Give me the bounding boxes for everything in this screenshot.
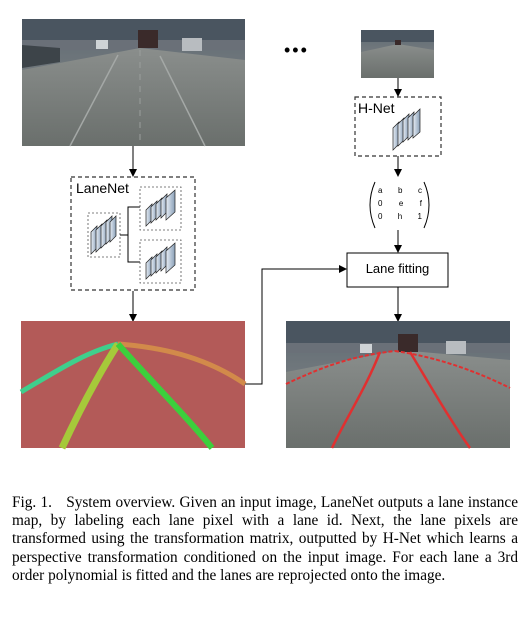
figure-caption: Fig. 1. System overview. Given an input … — [12, 494, 518, 585]
hnet-box — [354, 96, 442, 157]
lanenet-encoder-icon — [87, 212, 121, 258]
matrix-left-bracket — [369, 181, 376, 229]
branch-line-bottom — [127, 235, 140, 263]
matrix-cell: 0 — [378, 212, 383, 221]
input-image — [22, 19, 245, 147]
matrix-row-1: a b c — [378, 186, 422, 195]
matrix-row-3: 0 h 1 — [378, 212, 422, 221]
system-overview-diagram — [19, 19, 511, 450]
matrix-right-bracket — [423, 181, 430, 229]
lanenet-decoder-top-icon — [139, 186, 182, 231]
matrix-cell: h — [397, 212, 403, 221]
branch-line-top — [120, 206, 140, 236]
matrix-cell: 1 — [417, 212, 422, 221]
lane-instance-map — [19, 321, 247, 450]
homography-matrix: a b c 0 e f 0 h 1 — [378, 186, 422, 221]
matrix-row-2: 0 e f — [378, 199, 422, 208]
matrix-cell: a — [378, 186, 383, 195]
lane-fitting-label: Lane fitting — [365, 261, 430, 276]
caption-text: System overview. Given an input image, L… — [12, 494, 518, 584]
hnet-icon — [392, 108, 421, 151]
input-image-small — [361, 30, 434, 78]
hnet-label: H-Net — [358, 100, 395, 116]
matrix-cell: c — [418, 186, 422, 195]
matrix-cell: b — [398, 186, 403, 195]
matrix-cell: e — [398, 199, 404, 208]
matrix-cell: 0 — [378, 199, 383, 208]
arrow-map-to-fitting — [245, 265, 347, 385]
lanenet-label: LaneNet — [76, 180, 129, 196]
matrix-cell: f — [419, 199, 422, 208]
ellipsis: ••• — [284, 40, 309, 60]
lanenet-decoder-bottom-icon — [139, 239, 182, 284]
figure-number: Fig. 1. — [12, 494, 52, 511]
output-image — [285, 321, 511, 449]
lane-fitting-box — [346, 252, 449, 288]
